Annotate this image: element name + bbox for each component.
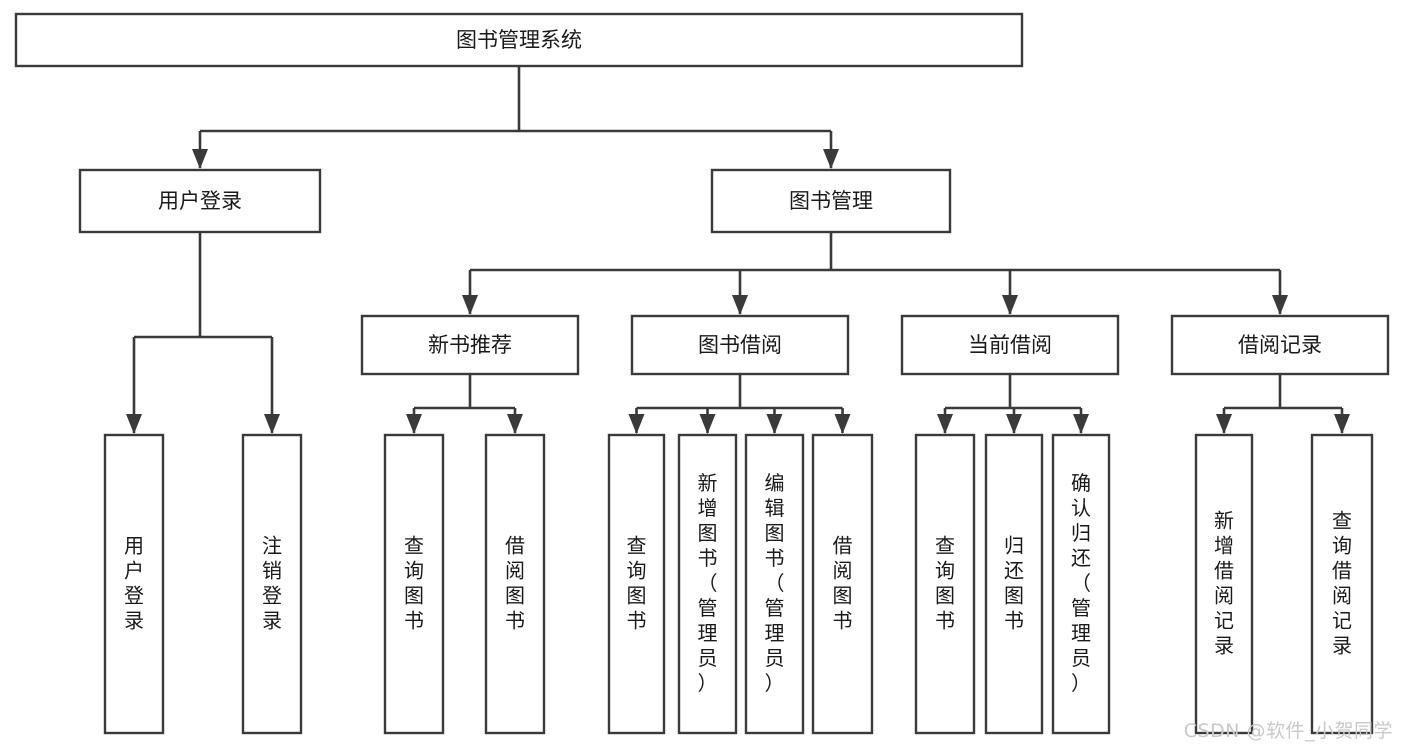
arrow-head-icon (1272, 295, 1288, 315)
node-leaf-query-book-1[interactable]: 查询图书 (383, 433, 445, 735)
node-leaf-add-record[interactable]: 新增借阅记录 (1194, 433, 1254, 735)
arrow-head-icon (1073, 414, 1089, 434)
arrow-head-icon (732, 295, 748, 315)
node-label: 图书管理 (789, 189, 873, 213)
node-leaf-query-book-3[interactable]: 查询图书 (914, 433, 976, 735)
node-leaf-edit-book[interactable]: 编辑图书（管理员） (744, 433, 805, 735)
node-label: 借阅图书 (505, 533, 525, 632)
arrow-head-icon (1334, 414, 1350, 434)
node-new-book-rec[interactable]: 新书推荐 (360, 314, 580, 376)
node-label: 当前借阅 (968, 333, 1052, 357)
node-label: 查询图书 (935, 533, 955, 632)
arrow-head-icon (126, 414, 142, 434)
node-label: 图书管理系统 (456, 28, 582, 52)
node-label: 新增借阅记录 (1214, 508, 1234, 657)
arrow-head-icon (1216, 414, 1232, 434)
node-label: 归还图书 (1004, 533, 1024, 632)
arrow-head-icon (406, 414, 422, 434)
arrow-head-icon (1002, 295, 1018, 315)
node-label: 新书推荐 (428, 333, 512, 357)
node-leaf-add-book[interactable]: 新增图书（管理员） (677, 433, 738, 735)
arrow-head-icon (192, 149, 208, 169)
node-label: 借阅记录 (1238, 333, 1322, 357)
node-leaf-return-book[interactable]: 归还图书 (984, 433, 1044, 735)
nodes-layer: 图书管理系统用户登录图书管理新书推荐图书借阅当前借阅借阅记录用户登录注销登录查询… (14, 12, 1390, 735)
arrow-head-icon (507, 414, 523, 434)
arrow-head-icon (628, 414, 645, 434)
node-current-borrow[interactable]: 当前借阅 (900, 314, 1120, 376)
node-label: 借阅图书 (833, 533, 853, 632)
node-root-图书管理系统[interactable]: 图书管理系统 (14, 12, 1024, 68)
arrow-head-icon (1006, 414, 1022, 434)
node-label: 注销登录 (262, 533, 282, 632)
connectors-layer (126, 66, 1350, 434)
node-book-manage[interactable]: 图书管理 (710, 168, 952, 234)
node-leaf-user-logout[interactable]: 注销登录 (241, 433, 303, 735)
arrow-head-icon (834, 414, 851, 434)
node-leaf-query-book-2[interactable]: 查询图书 (607, 433, 666, 735)
arrow-head-icon (766, 414, 783, 434)
node-leaf-query-record[interactable]: 查询借阅记录 (1310, 433, 1374, 735)
node-leaf-borrow-book-1[interactable]: 借阅图书 (484, 433, 546, 735)
node-label: 编辑图书（管理员） (765, 471, 785, 695)
node-user-login[interactable]: 用户登录 (78, 168, 322, 234)
node-leaf-borrow-book-2[interactable]: 借阅图书 (811, 433, 874, 735)
node-label: 新增图书（管理员） (698, 471, 718, 695)
arrow-head-icon (264, 414, 280, 434)
node-label: 查询图书 (404, 533, 424, 632)
arrow-head-icon (462, 295, 478, 315)
node-borrow-record[interactable]: 借阅记录 (1170, 314, 1390, 376)
node-label: 图书借阅 (698, 333, 782, 357)
node-leaf-user-login[interactable]: 用户登录 (103, 433, 165, 735)
node-label: 查询借阅记录 (1332, 508, 1352, 657)
arrow-head-icon (699, 414, 716, 434)
arrow-head-icon (937, 414, 953, 434)
node-label: 用户登录 (158, 189, 242, 213)
node-label: 确认归还（管理员） (1071, 471, 1091, 695)
arrow-head-icon (823, 149, 839, 169)
node-leaf-confirm-return[interactable]: 确认归还（管理员） (1051, 433, 1111, 735)
node-label: 查询图书 (627, 533, 647, 632)
node-label: 用户登录 (124, 533, 144, 632)
node-book-borrow[interactable]: 图书借阅 (630, 314, 850, 376)
